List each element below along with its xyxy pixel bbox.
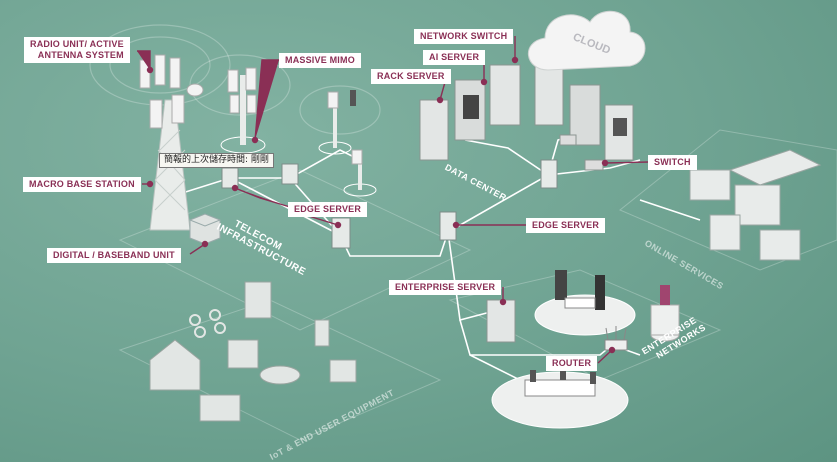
rack-server-label: RACK SERVER (371, 69, 451, 84)
small-cell-poles (318, 90, 377, 197)
save-status-tooltip: 簡報的上次儲存時間: 剛剛 (159, 153, 274, 168)
baseband-unit (189, 213, 221, 245)
ai-server-label: AI SERVER (423, 50, 486, 65)
enterprise-office-bottom (491, 368, 629, 429)
radio-unit-label-line2: ANTENNA SYSTEM (37, 50, 124, 60)
router-device (604, 326, 628, 351)
switch-label: SWITCH (648, 155, 697, 170)
radio-unit-label: RADIO UNIT/ ACTIVE ANTENNA SYSTEM (24, 37, 130, 63)
macro-base-station-label: MACRO BASE STATION (23, 177, 141, 192)
router-label: ROUTER (546, 356, 598, 371)
enterprise-platform (448, 269, 722, 381)
enterprise-server-label: ENTERPRISE SERVER (389, 280, 502, 295)
enterprise-server-rack (486, 299, 516, 343)
radio-unit-label-line1: RADIO UNIT/ ACTIVE (30, 39, 124, 49)
enterprise-person-pillar (650, 285, 680, 342)
network-links (159, 129, 701, 386)
cloud-shape (527, 10, 646, 71)
iot-equipment (149, 281, 357, 422)
enterprise-office-top (534, 270, 636, 336)
online-services-cluster (689, 149, 822, 261)
online-services-platform (619, 129, 837, 271)
network-switch-label: NETWORK SWITCH (414, 29, 514, 44)
digital-baseband-unit-label: DIGITAL / BASEBAND UNIT (47, 248, 181, 263)
edge-server-right-label: EDGE SERVER (526, 218, 606, 233)
macro-base-station-tower (139, 54, 204, 231)
telecom-platform (118, 169, 472, 331)
edge-servers (221, 159, 558, 249)
edge-server-left-label: EDGE SERVER (288, 202, 368, 217)
massive-mimo-label: MASSIVE MIMO (279, 53, 361, 68)
data-center-racks (419, 64, 634, 171)
